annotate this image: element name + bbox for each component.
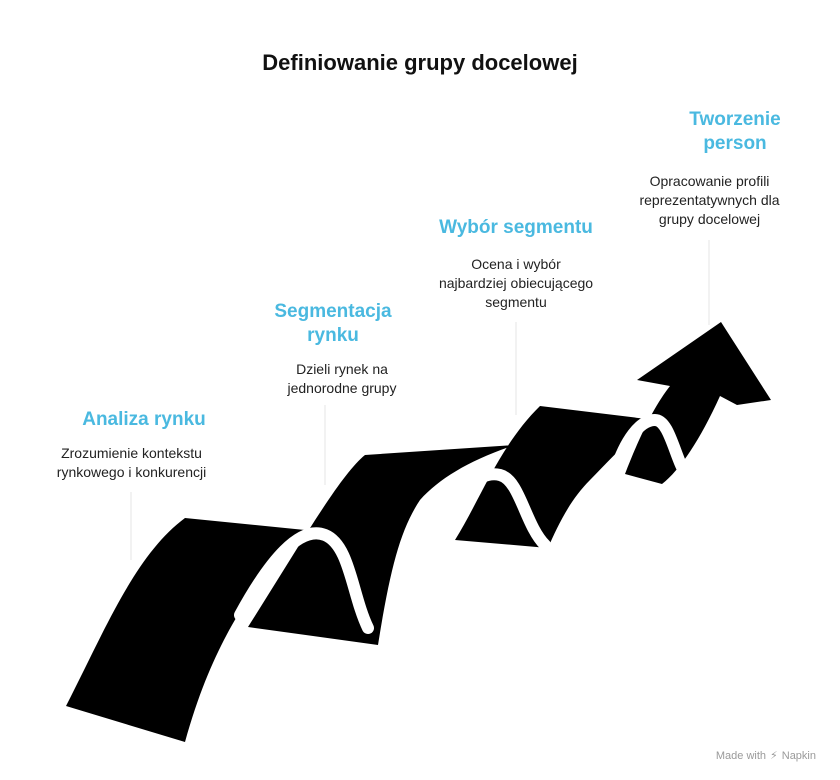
ribbon-segment-3	[455, 406, 655, 548]
made-with-label: Made with	[715, 749, 767, 762]
ribbon-segment-1	[66, 518, 305, 742]
step-2-title: Segmentacja rynku	[274, 301, 392, 346]
napkin-logo-icon: ⚡	[770, 750, 778, 762]
napkin-brand-label: Napkin	[781, 749, 816, 762]
step-1-title: Analiza rynku	[82, 409, 206, 430]
wave-curve-3	[609, 413, 694, 484]
ribbon-segment-4-arrowhead	[625, 322, 771, 484]
step-1-description: Zrozumienie kontekstu rynkowego i konkur…	[56, 445, 207, 480]
step-3-title: Wybór segmentu	[439, 217, 593, 238]
ribbon-segment-2	[248, 445, 515, 645]
step-4-description: Opracowanie profili reprezentatywnych dl…	[639, 173, 780, 227]
made-with-napkin-badge: Made with ⚡ Napkin	[715, 749, 816, 763]
wave-curve-2	[434, 468, 551, 551]
step-2-description: Dzieli rynek na jednorodne grupy	[287, 361, 397, 396]
diagram-title: Definiowanie grupy docelowej	[262, 50, 578, 75]
step-3-description: Ocena i wybór najbardziej obiecującego s…	[438, 256, 594, 310]
step-4-title: Tworzenie person	[689, 109, 781, 154]
wave-curve-1	[234, 527, 374, 634]
